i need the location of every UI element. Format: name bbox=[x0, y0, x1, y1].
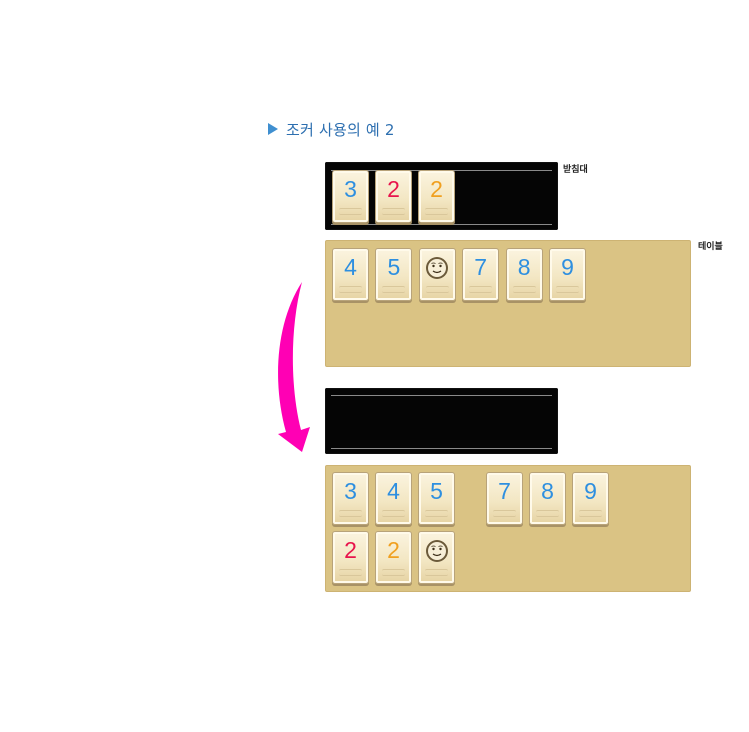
move-arrow-icon bbox=[278, 282, 310, 452]
number-tile[interactable]: 7 bbox=[486, 472, 523, 525]
tile-decoration bbox=[536, 510, 559, 517]
tile-decoration bbox=[425, 286, 449, 293]
joker-face-icon bbox=[425, 256, 449, 280]
tile-decoration bbox=[512, 286, 536, 293]
number-tile[interactable]: 8 bbox=[505, 248, 543, 301]
number-tile[interactable]: 3 bbox=[332, 472, 369, 525]
joker-tile[interactable] bbox=[418, 531, 455, 584]
number-tile[interactable]: 9 bbox=[549, 248, 586, 301]
tile-decoration bbox=[382, 569, 405, 576]
tile-decoration bbox=[556, 286, 579, 293]
number-tile[interactable]: 8 bbox=[529, 472, 566, 525]
number-tile[interactable]: 3 bbox=[332, 170, 369, 223]
number-tile[interactable]: 4 bbox=[332, 248, 369, 301]
tile-number: 7 bbox=[474, 254, 488, 280]
tile-decoration bbox=[469, 286, 493, 293]
tile-decoration bbox=[425, 510, 448, 517]
number-tile[interactable]: 7 bbox=[462, 248, 500, 301]
tile-decoration bbox=[493, 510, 516, 517]
tile-number: 7 bbox=[498, 478, 511, 504]
number-tile[interactable]: 9 bbox=[572, 472, 609, 525]
tile-number: 2 bbox=[344, 537, 357, 563]
section-heading-text: 조커 사용의 예 2 bbox=[286, 120, 395, 139]
tile-decoration bbox=[339, 286, 362, 293]
number-tile[interactable]: 2 bbox=[332, 531, 369, 584]
number-tile[interactable]: 5 bbox=[418, 472, 455, 525]
joker-tile[interactable] bbox=[418, 248, 456, 301]
tile-number: 2 bbox=[430, 176, 443, 202]
rack-label: 받침대 bbox=[563, 165, 588, 175]
rack-after bbox=[325, 388, 558, 454]
tile-decoration bbox=[339, 569, 362, 576]
number-tile[interactable]: 5 bbox=[375, 248, 413, 301]
tile-number: 3 bbox=[344, 176, 357, 202]
joker-face-icon bbox=[425, 539, 449, 563]
number-tile[interactable]: 4 bbox=[375, 472, 412, 525]
tile-decoration bbox=[339, 510, 362, 517]
section-heading: 조커 사용의 예 2 bbox=[268, 118, 395, 140]
tile-decoration bbox=[339, 208, 362, 215]
tile-decoration bbox=[579, 510, 602, 517]
tile-number: 2 bbox=[387, 176, 400, 202]
tile-decoration bbox=[425, 569, 448, 576]
tile-number: 5 bbox=[430, 478, 443, 504]
tile-decoration bbox=[382, 208, 405, 215]
tile-number: 5 bbox=[387, 254, 401, 280]
tile-decoration bbox=[382, 286, 406, 293]
tile-number: 2 bbox=[387, 537, 400, 563]
tile-number: 8 bbox=[517, 254, 531, 280]
number-tile[interactable]: 2 bbox=[375, 531, 412, 584]
tile-number: 9 bbox=[584, 478, 597, 504]
tile-number: 3 bbox=[344, 478, 357, 504]
number-tile[interactable]: 2 bbox=[375, 170, 412, 223]
tile-number: 4 bbox=[344, 254, 357, 280]
tile-decoration bbox=[382, 510, 405, 517]
table-label: 테이블 bbox=[698, 242, 723, 252]
tile-decoration bbox=[425, 208, 448, 215]
number-tile[interactable]: 2 bbox=[418, 170, 455, 223]
tile-number: 4 bbox=[387, 478, 400, 504]
tile-number: 9 bbox=[561, 254, 574, 280]
triangle-bullet-icon bbox=[268, 123, 278, 135]
tile-number: 8 bbox=[541, 478, 554, 504]
